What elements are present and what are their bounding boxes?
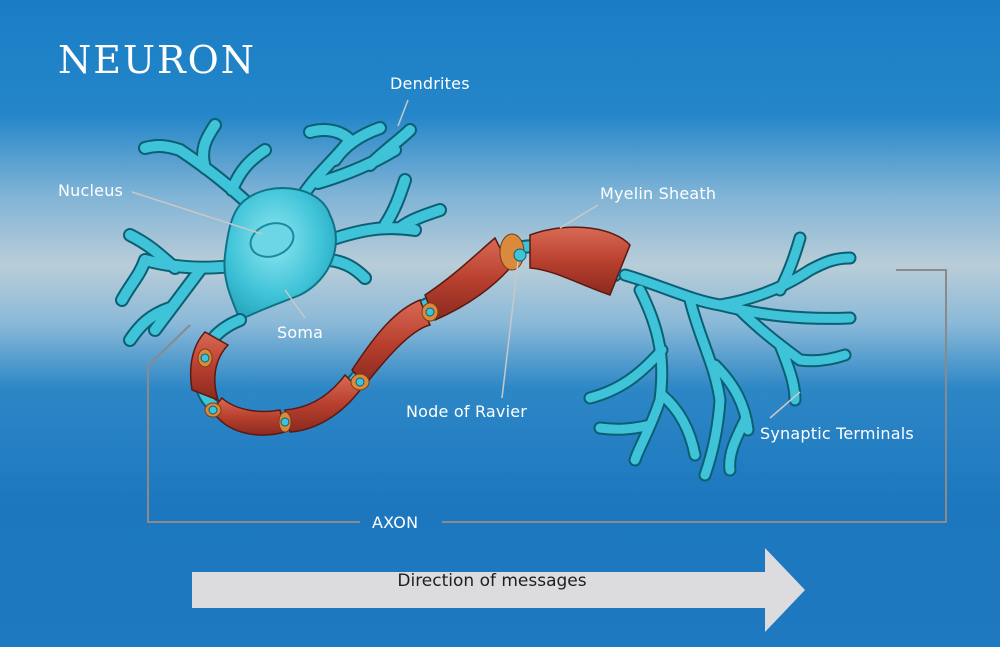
- axon-bracket: [147, 269, 947, 523]
- leader-nucleus: [131, 191, 263, 235]
- label-synaptic-terminals: Synaptic Terminals: [760, 424, 914, 443]
- leader-synaptic: [769, 391, 801, 419]
- nucleus: [249, 222, 295, 258]
- dendrites: [115, 118, 447, 347]
- myelin-segment: [351, 299, 432, 387]
- label-nucleus: Nucleus: [58, 181, 124, 200]
- label-myelin-sheath: Myelin Sheath: [600, 184, 717, 203]
- direction-arrow: [192, 548, 805, 632]
- node-gaps: [200, 248, 527, 427]
- label-axon: AXON: [372, 513, 419, 532]
- myelin-sheath: [189, 226, 631, 436]
- myelin-segment: [424, 236, 511, 321]
- myelin-segment: [211, 396, 286, 436]
- direction-label: Direction of messages: [397, 571, 587, 591]
- myelin-segment: [529, 226, 631, 296]
- leader-dendrites: [397, 99, 409, 127]
- label-node-of-ravier: Node of Ravier: [406, 402, 528, 421]
- myelin-segment: [284, 373, 361, 433]
- leader-lines: [131, 99, 801, 419]
- label-soma: Soma: [277, 323, 324, 342]
- label-dendrites: Dendrites: [390, 74, 470, 93]
- leader-myelin: [559, 204, 599, 229]
- diagram-title: NEURON: [58, 38, 257, 82]
- leader-soma: [284, 289, 306, 319]
- myelin-segment: [189, 331, 230, 402]
- leader-node: [501, 261, 519, 399]
- synaptic-terminals: [583, 231, 857, 482]
